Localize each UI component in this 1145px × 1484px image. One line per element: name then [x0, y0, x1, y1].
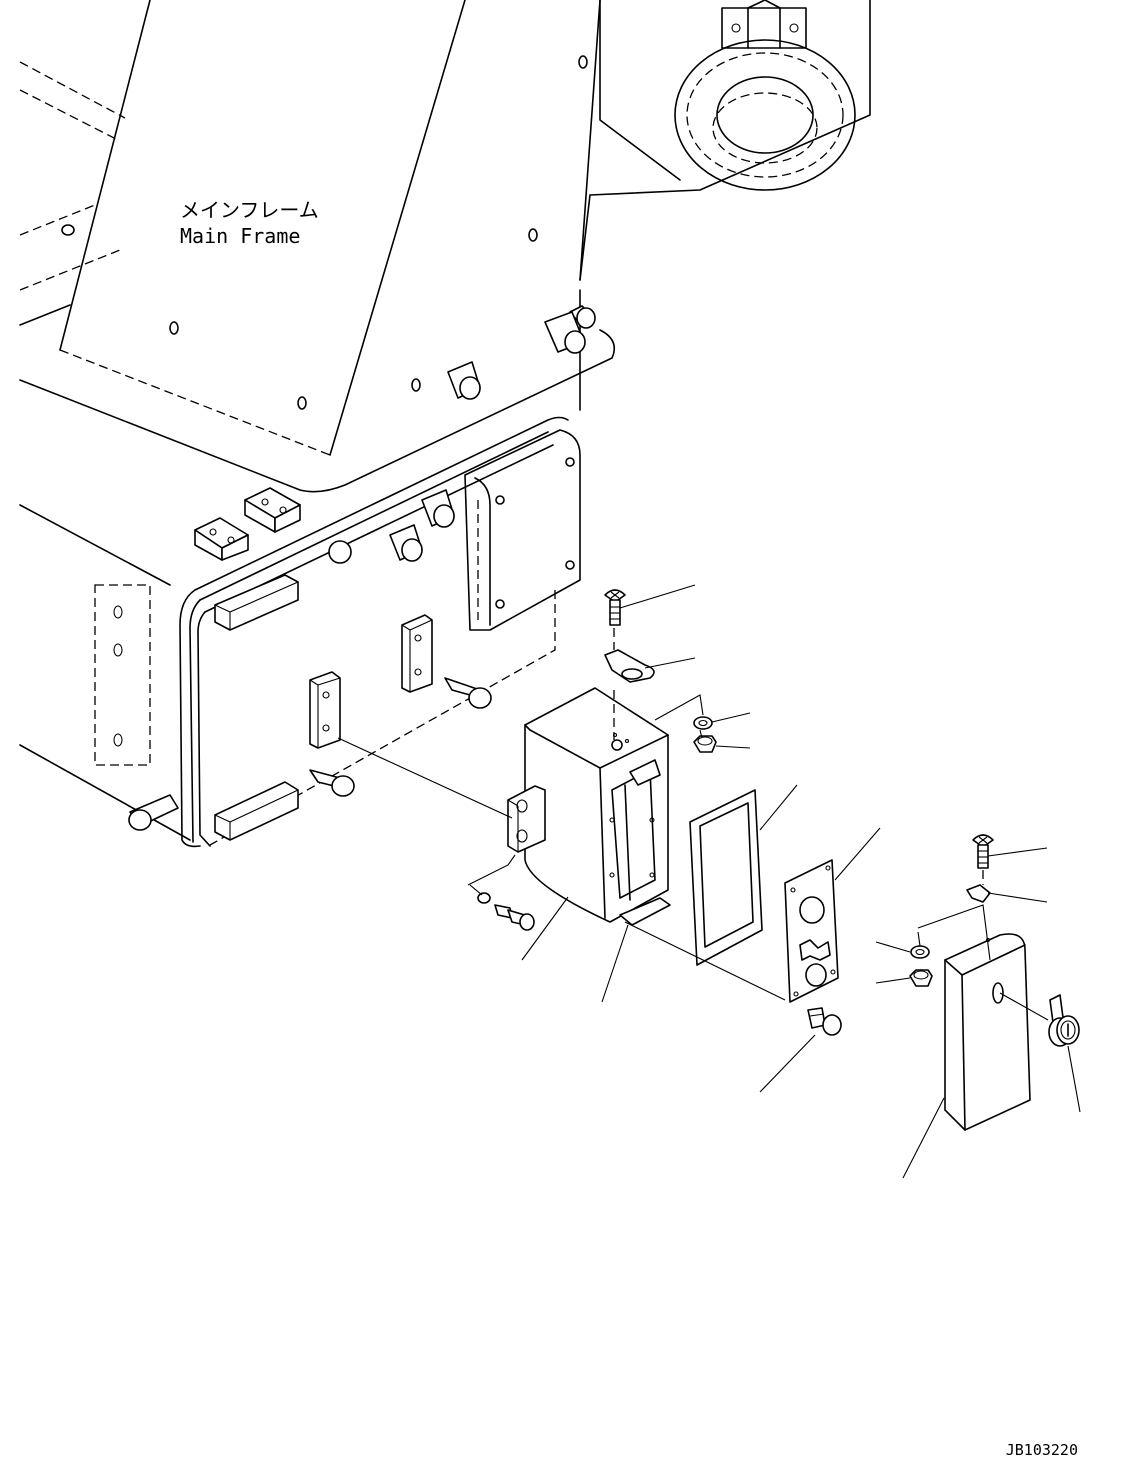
panel-plate	[784, 859, 839, 1003]
boss-ring	[674, 0, 856, 191]
bolt-2	[807, 1007, 842, 1036]
bolt-1	[477, 892, 535, 931]
side-plate	[464, 429, 581, 631]
washer-2	[910, 945, 930, 959]
retainer-1	[604, 649, 655, 683]
top-screw-1	[604, 589, 626, 626]
assembly-lines	[337, 628, 1049, 1021]
nut-2	[909, 969, 933, 987]
retainer-2	[966, 884, 991, 903]
cover	[944, 933, 1031, 1131]
bosses	[128, 305, 596, 831]
electrical-box	[507, 687, 671, 926]
frame-label-jp: メインフレーム	[180, 198, 319, 222]
top-screw-2	[972, 834, 994, 869]
drawing-code: JB103220	[1006, 1441, 1078, 1459]
lock-cylinder	[1048, 994, 1080, 1047]
gasket	[689, 789, 763, 966]
main-frame	[19, 0, 871, 848]
frame-label-en: Main Frame	[180, 224, 300, 248]
nut-1	[693, 735, 717, 753]
washer-1	[693, 716, 713, 730]
leader-lines	[521, 584, 1081, 1179]
pad-blocks	[94, 487, 433, 841]
